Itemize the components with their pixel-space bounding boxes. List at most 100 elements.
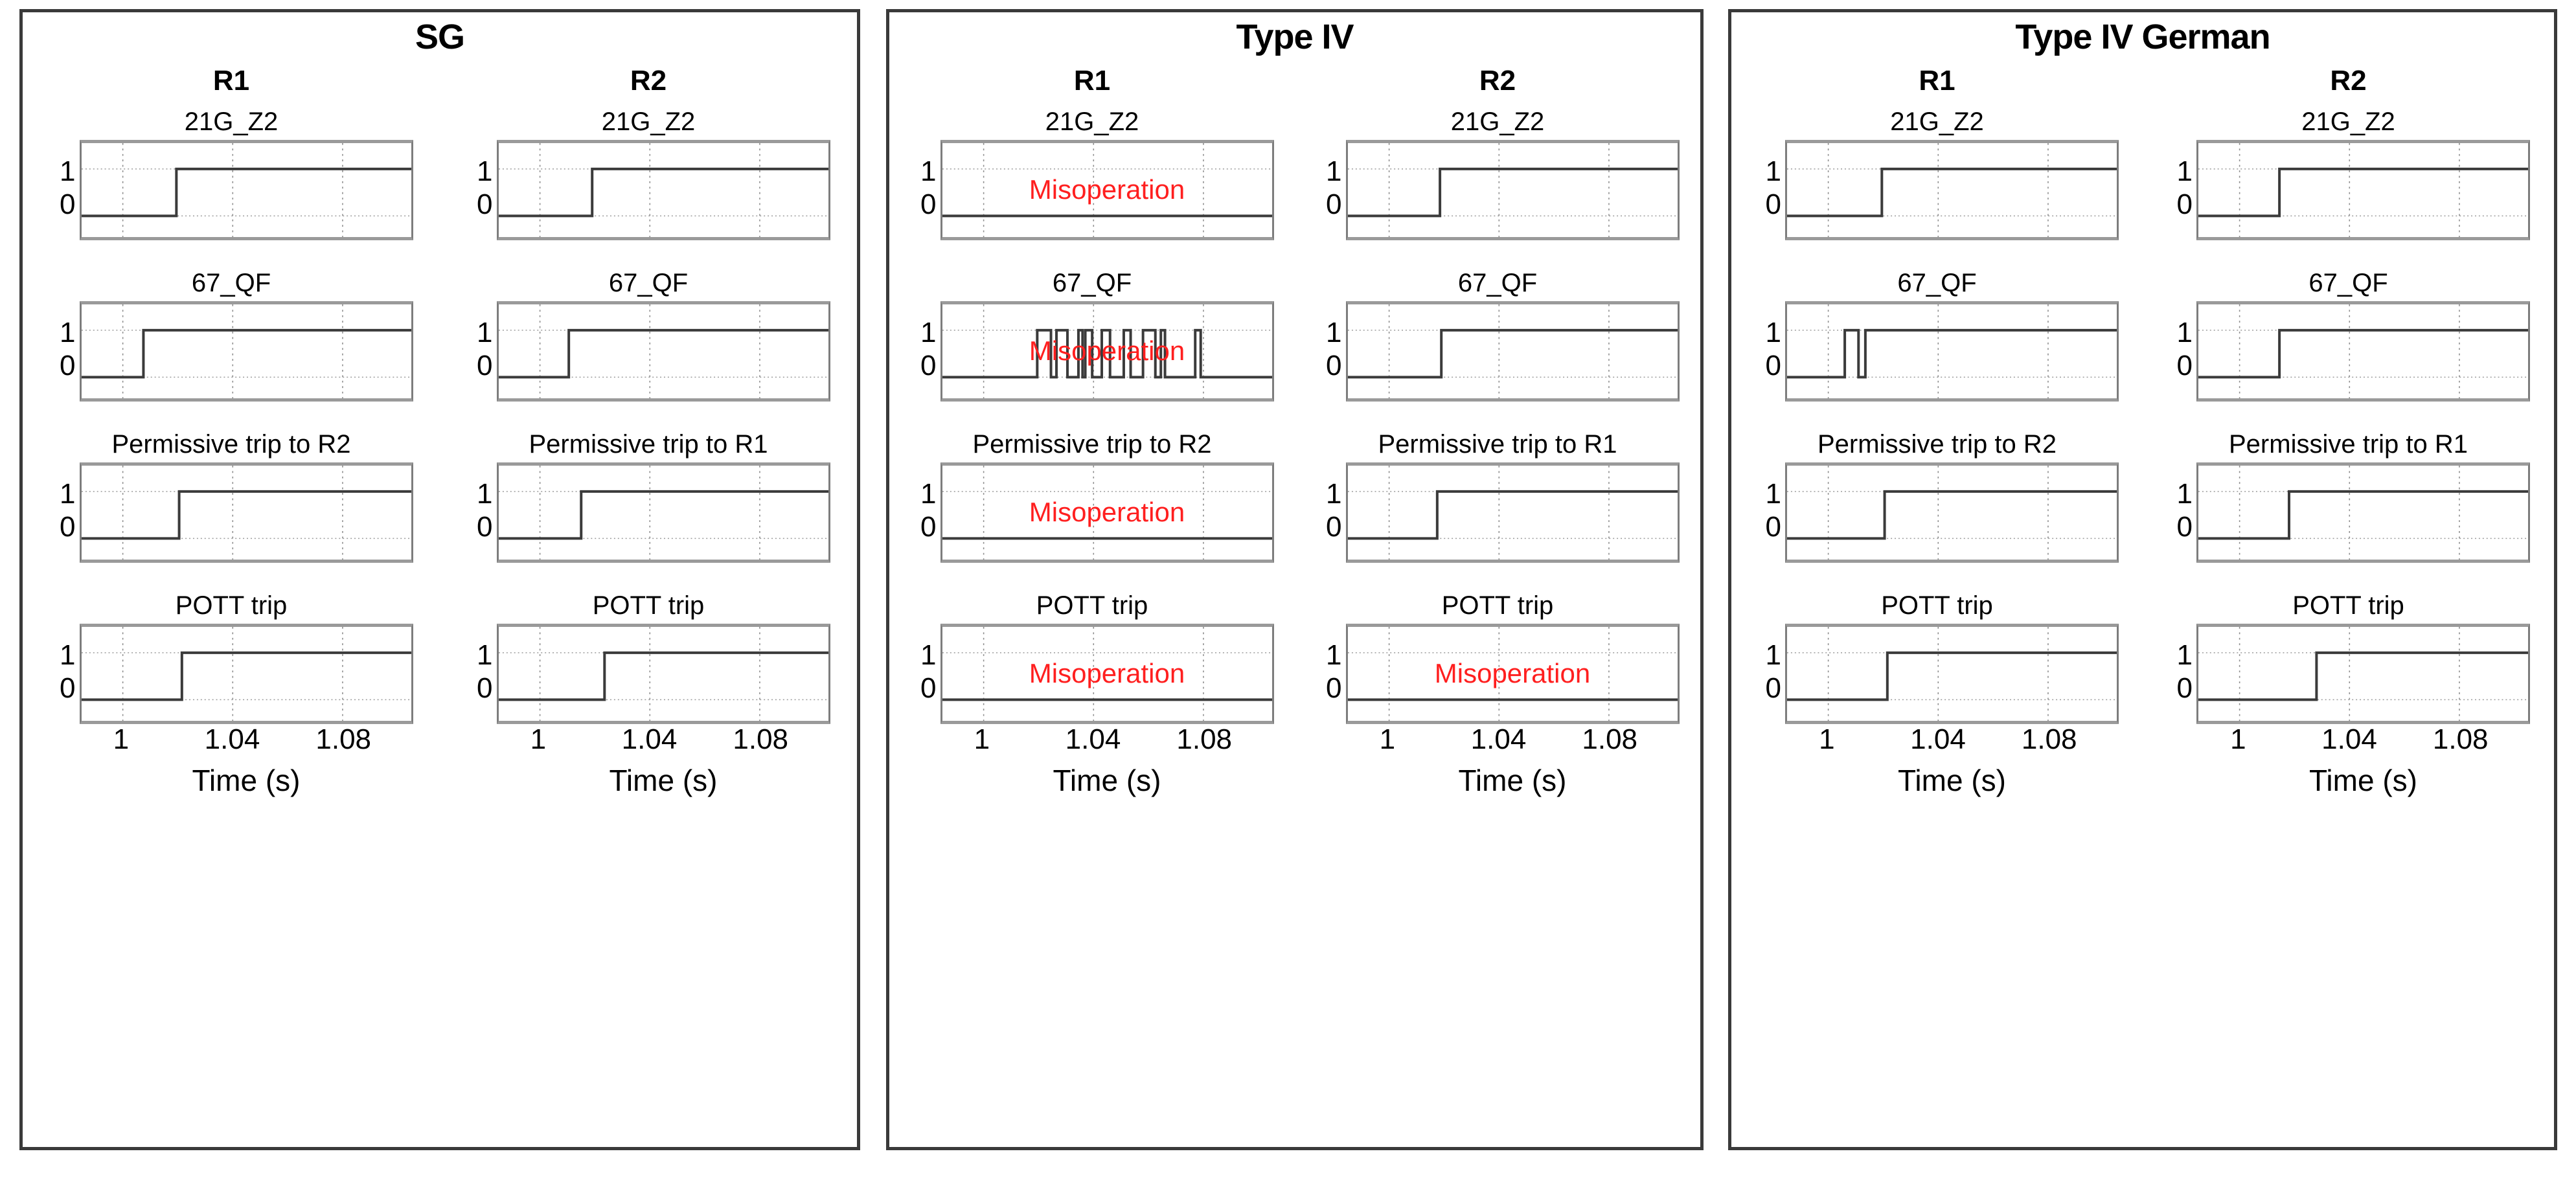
plot-axes [79, 623, 413, 724]
column-headers: R1 R2 [889, 65, 1700, 97]
waveform-svg [942, 465, 1272, 560]
y-tick-0: 0 [1326, 510, 1342, 543]
y-tick-0: 0 [1765, 349, 1781, 381]
plot-axes: Misoperation [940, 301, 1274, 402]
y-tick-0: 0 [477, 672, 493, 704]
y-tick-1: 1 [60, 155, 76, 187]
x-tick-0: 1 [530, 723, 547, 755]
y-tick-0: 0 [60, 188, 76, 220]
y-tick-1: 1 [477, 639, 493, 671]
waveform-svg [1787, 626, 2117, 721]
y-tick-0: 0 [60, 349, 76, 381]
y-tick-1: 1 [920, 155, 937, 187]
waveform-svg [1347, 626, 1678, 721]
signal-label: POTT trip [1881, 591, 1993, 620]
y-tick-1: 1 [477, 477, 493, 510]
signal-trace [82, 330, 411, 378]
y-tick-1: 1 [477, 155, 493, 187]
y-tick-1: 1 [920, 316, 937, 348]
y-tick-1: 1 [60, 316, 76, 348]
signal-trace [82, 492, 411, 539]
waveform-svg [2198, 626, 2528, 721]
plot-axes [496, 623, 830, 724]
x-tick-0: 1 [1819, 723, 1835, 755]
x-tick-1: 1.04 [1470, 723, 1527, 755]
x-axis-title: Time (s) [1458, 763, 1567, 797]
waveform-svg [1787, 465, 2117, 560]
column-header-r1: R1 [212, 64, 250, 96]
waveform-svg [2198, 304, 2528, 398]
plot-axes [496, 301, 830, 402]
signal-trace [82, 653, 411, 699]
y-tick-0: 0 [2176, 349, 2193, 381]
plot-axes [1345, 462, 1680, 563]
signal-trace [2198, 492, 2528, 539]
y-tick-0: 0 [1326, 672, 1342, 704]
x-axis-title: Time (s) [609, 763, 718, 797]
signal-label: 67_QF [1897, 268, 1977, 297]
signal-trace [1787, 492, 2117, 539]
y-tick-1: 1 [2176, 639, 2193, 671]
signal-trace [1787, 169, 2117, 216]
x-axis-title: Time (s) [1898, 763, 2006, 797]
signal-label: Permissive trip to R1 [1378, 429, 1617, 459]
signal-label: 21G_Z2 [1890, 107, 1984, 136]
x-tick-1: 1.04 [1910, 723, 1966, 755]
x-tick-1: 1.04 [2321, 723, 2377, 755]
waveform-svg [498, 142, 828, 237]
signal-trace [942, 330, 1272, 378]
y-tick-1: 1 [1765, 639, 1781, 671]
y-tick-0: 0 [477, 349, 493, 381]
signal-label: Permissive trip to R1 [529, 429, 768, 459]
column-header-r2: R2 [1479, 64, 1516, 96]
y-tick-0: 0 [1326, 188, 1342, 220]
column-header-r1: R1 [1073, 64, 1111, 96]
waveform-svg [942, 142, 1272, 237]
plot-axes: Misoperation [940, 623, 1274, 724]
signal-label: 67_QF [1457, 268, 1538, 297]
waveform-svg [1787, 142, 2117, 237]
x-tick-1: 1.04 [621, 723, 678, 755]
waveform-svg [1347, 465, 1678, 560]
x-tick-2: 1.08 [1582, 723, 1638, 755]
y-tick-0: 0 [2176, 672, 2193, 704]
plot-axes [1345, 301, 1680, 402]
signal-label: Permissive trip to R1 [2229, 429, 2468, 459]
plot-axes: Misoperation [940, 139, 1274, 240]
plot-axes [2196, 462, 2530, 563]
y-tick-0: 0 [920, 349, 937, 381]
waveform-svg [2198, 465, 2528, 560]
